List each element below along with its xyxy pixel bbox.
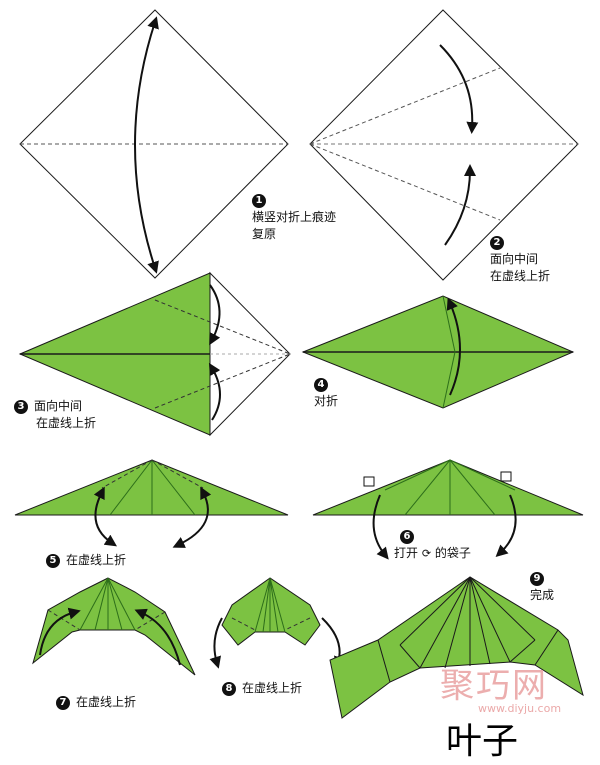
step-7-number: 7 [56, 695, 70, 710]
step-2-label: 2 面向中间 在虚线上折 [490, 234, 550, 285]
step-1-instruction-line2: 复原 [252, 227, 277, 241]
step-8-number: 8 [222, 681, 236, 696]
step-6-figure [312, 459, 584, 560]
step-8-instruction-line1: 在虚线上折 [242, 681, 303, 695]
step-2-figure [309, 9, 579, 281]
step-1-figure [19, 9, 289, 279]
step-9-label: 9 完成 [530, 570, 554, 604]
step-3-number: 3 [14, 399, 28, 414]
step-2-instruction-line1: 面向中间 [490, 252, 539, 266]
step-6-instruction-post: 的袋子 [434, 546, 471, 560]
step-6-instruction-pre: 打开 [394, 546, 419, 560]
step-5-label: 5 在虚线上折 [46, 552, 126, 569]
step-9-number: 9 [530, 571, 544, 586]
step-2-instruction-line2: 在虚线上折 [490, 269, 551, 283]
hand-pointer-icon [500, 471, 512, 482]
open-pocket-icon: ⟳ [421, 547, 432, 560]
step-8-figure [209, 577, 346, 669]
step-4-label: 4 对折 [314, 376, 338, 410]
step-6-label: 6 打开 ⟳ 的袋子 [394, 528, 471, 562]
step-4-number: 4 [314, 377, 328, 392]
step-3-instruction-line2: 在虚线上折 [36, 416, 97, 430]
step-3-label: 3 面向中间 在虚线上折 [14, 398, 96, 432]
step-5-instruction-line1: 在虚线上折 [66, 553, 127, 567]
step-2-number: 2 [490, 235, 504, 250]
step-8-label: 8 在虚线上折 [222, 680, 302, 697]
step-9-figure [329, 576, 584, 719]
step-6-number: 6 [400, 529, 414, 544]
step-7-label: 7 在虚线上折 [56, 694, 136, 711]
step-1-instruction-line1: 横竖对折上痕迹 [252, 210, 337, 224]
step-9-instruction-line1: 完成 [530, 588, 555, 602]
step-1-label: 1 横竖对折上痕迹 复原 [252, 192, 336, 243]
step-3-instruction-line1: 面向中间 [34, 399, 83, 413]
step-3-figure [18, 271, 291, 437]
step-5-number: 5 [46, 553, 60, 568]
step-7-figure [32, 577, 196, 676]
watermark-url: www.diyju.com [478, 702, 562, 715]
step-4-instruction-line1: 对折 [314, 394, 339, 408]
hand-pointer-icon [363, 476, 375, 487]
step-4-figure [301, 295, 575, 409]
diagram-title: 叶子 [446, 721, 519, 762]
step-7-instruction-line1: 在虚线上折 [76, 695, 137, 709]
step-5-figure [14, 459, 289, 548]
step-1-number: 1 [252, 193, 266, 208]
watermark-logo: 聚巧网 [440, 666, 548, 706]
